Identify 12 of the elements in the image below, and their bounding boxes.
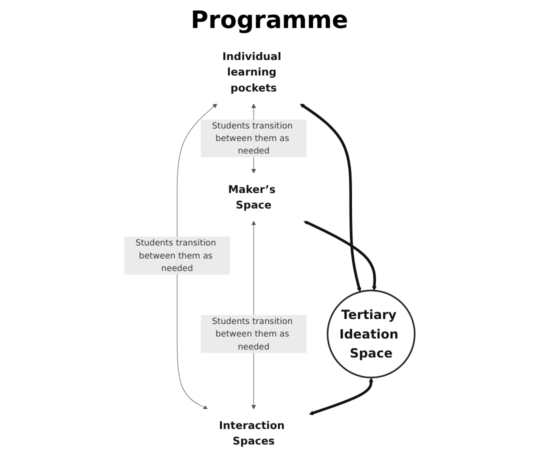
arrow — [176, 104, 218, 410]
node-text: Maker’s Space — [228, 182, 276, 212]
node-text: Individual learning pockets — [222, 50, 282, 94]
diagram-title: Programme — [190, 6, 350, 34]
edge-label: Students transition between them as needed — [212, 316, 293, 352]
node-circle: Tertiary Ideation Space — [326, 290, 416, 378]
node-text: Interaction Spaces — [218, 418, 285, 448]
edge-label: Students transition between them as needed — [135, 238, 216, 274]
arrow — [300, 103, 362, 292]
arrow — [308, 378, 374, 416]
edge-label: Students transition between them as needed — [212, 120, 293, 156]
arrow — [303, 220, 377, 291]
